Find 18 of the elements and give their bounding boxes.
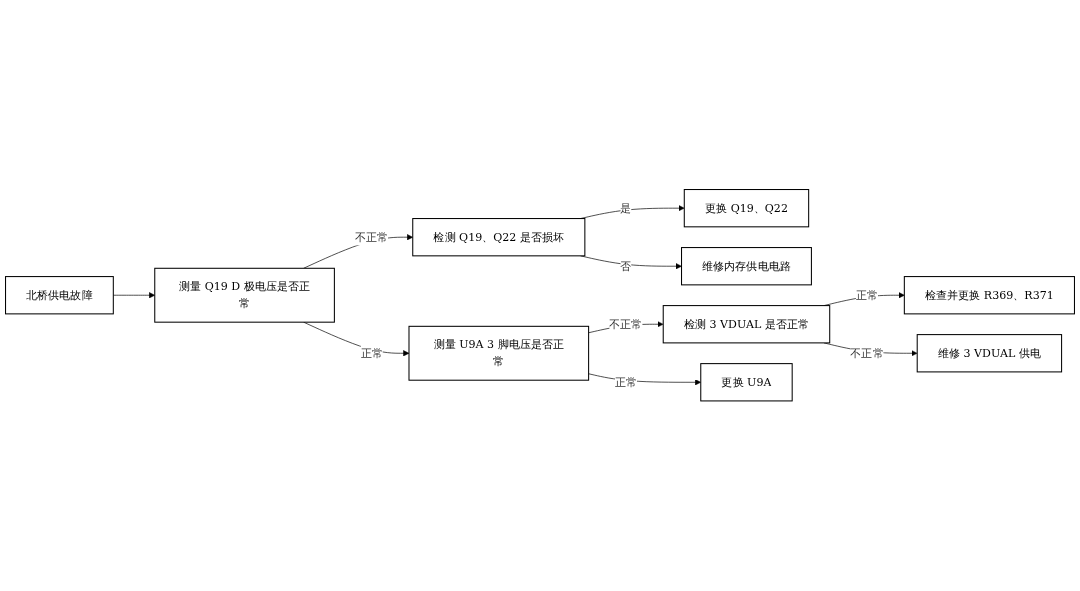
node-box: 测量 Q19 D 极电压是否正常	[154, 268, 335, 323]
edge-label: 正常	[614, 375, 637, 389]
node-box: 维修内存供电电路	[681, 247, 812, 286]
edge-label: 正常	[855, 288, 879, 302]
node-box: 检查并更换 R369、R371	[903, 276, 1075, 315]
node-box: 北桥供电故障	[5, 276, 114, 315]
node-box: 维修 3 VDUAL 供电	[916, 334, 1063, 373]
node-box: 更换 U9A	[700, 363, 793, 402]
edge-label: 是	[620, 201, 632, 215]
edge-label: 正常	[360, 346, 383, 360]
edge-label: 否	[620, 259, 632, 273]
node-box: 更换 Q19、Q22	[683, 189, 810, 228]
node-box: 检测 Q19、Q22 是否损坏	[412, 218, 586, 257]
edge-label: 不正常	[609, 317, 643, 331]
node-box: 检测 3 VDUAL 是否正常	[662, 305, 831, 344]
node-box: 测量 U9A 3 脚电压是否正常	[408, 326, 590, 381]
edge-label: 不正常	[355, 230, 389, 244]
edge-label: 不正常	[850, 346, 884, 360]
